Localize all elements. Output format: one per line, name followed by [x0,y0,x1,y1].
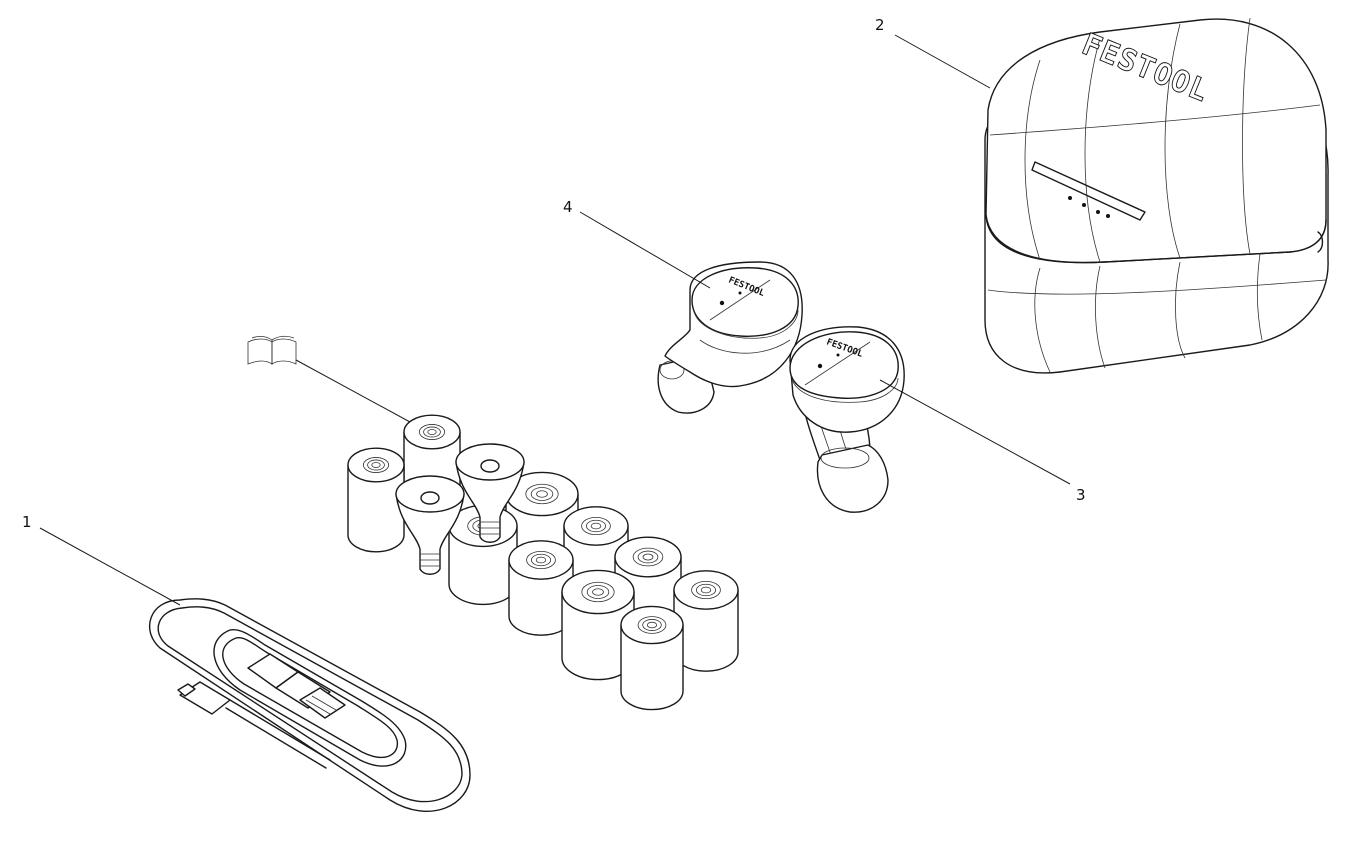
usb-cable [149,598,471,812]
silicone-ear-tip [395,475,465,575]
foam-ear-tip [561,569,635,681]
leader-line-4 [579,211,711,289]
foam-ear-tip [508,540,574,636]
led-dot [1068,196,1072,200]
callout-3: 3 [1076,486,1086,504]
leader-line-1 [39,527,181,606]
foam-ear-tip [673,570,739,672]
callout-2: 2 [875,16,885,34]
callout-4: 4 [563,198,573,216]
callout-1: 1 [22,513,32,531]
silicone-ear-tip [455,443,525,543]
leader-line-manual [295,359,411,423]
leader-line-2 [894,34,991,89]
earbud-left: FESTOOL [657,261,803,414]
charging-case: FESTOOL [984,17,1329,374]
led-dot [1106,214,1110,218]
led-dot [1096,210,1100,214]
led-dot [1082,203,1086,207]
foam-ear-tip [620,605,684,711]
leader-lines [39,34,1071,606]
leader-line-3 [879,379,1071,485]
open-book-icon [247,335,297,365]
earbud-right: FESTOOL [789,326,905,513]
ear-tips-set [347,414,739,711]
foam-ear-tip [347,447,405,553]
